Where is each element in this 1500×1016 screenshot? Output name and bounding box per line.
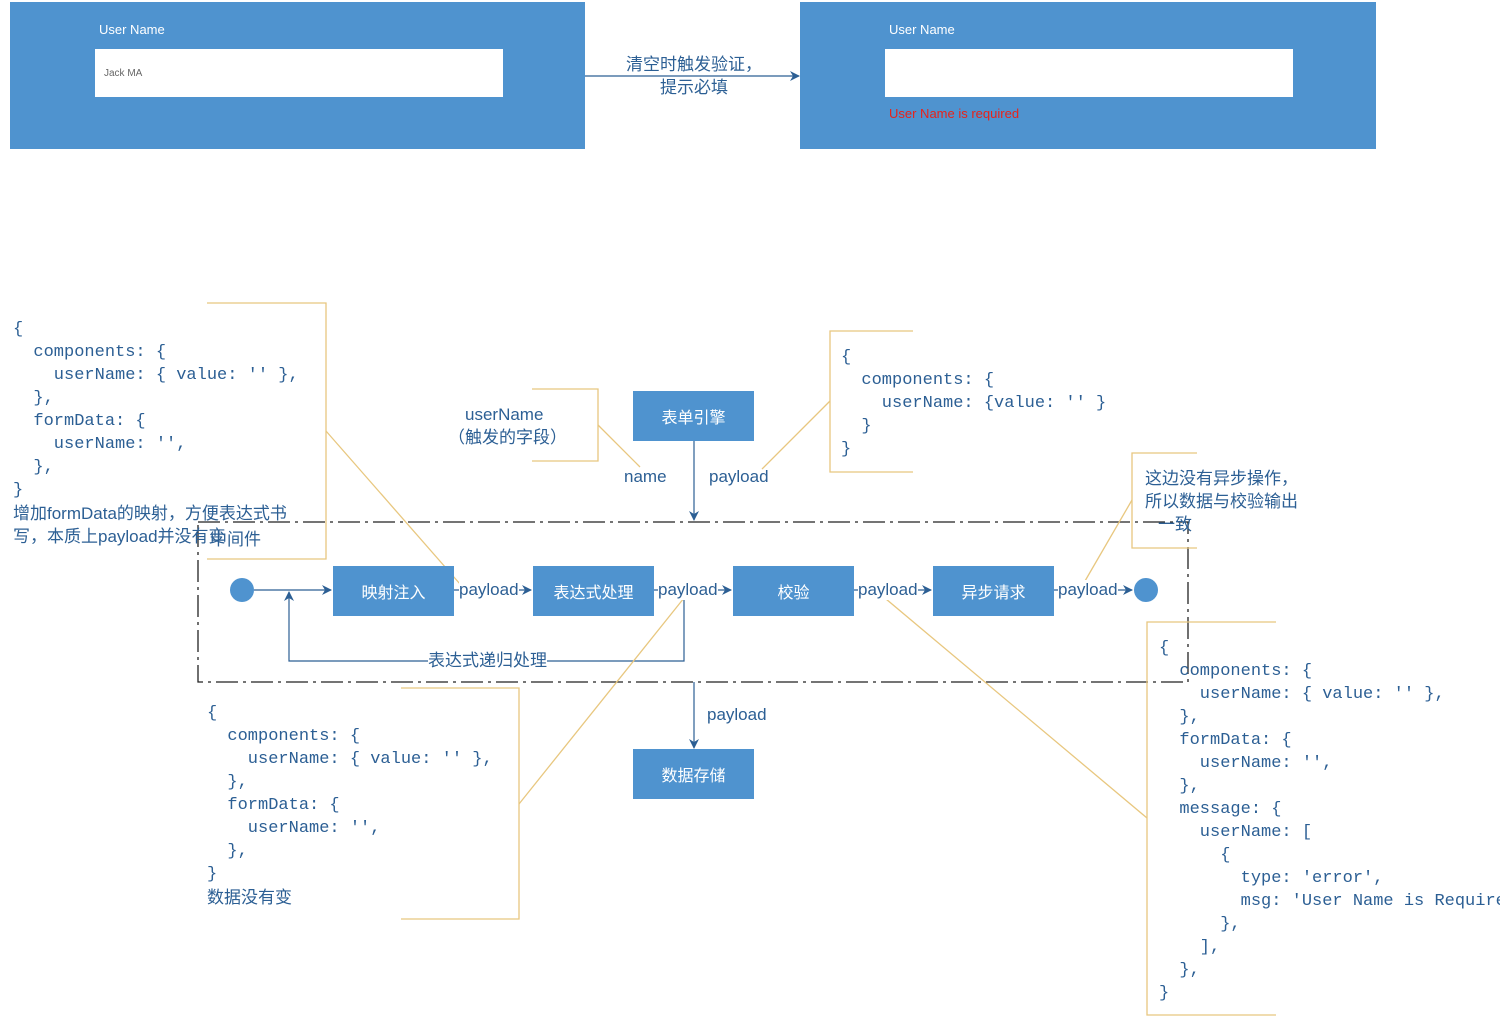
node-mapping-injection: 映射注入 — [333, 566, 454, 616]
code-line: userName: '', — [207, 819, 381, 838]
clear-trigger-note-line-1: 清空时触发验证， — [626, 55, 762, 75]
node-expression-processing: 表达式处理 — [533, 566, 654, 616]
leader-expression — [518, 597, 685, 805]
edge-label-payload-2: payload — [658, 580, 718, 600]
code-line: { — [1159, 846, 1231, 865]
code-line: } — [207, 865, 218, 884]
code-line: userName: '', — [1159, 754, 1333, 773]
edge-label-name: name — [624, 467, 667, 486]
node-async-request: 异步请求 — [933, 566, 1054, 616]
async-comment-line-3: 一致 — [1158, 515, 1192, 534]
code-line: } — [841, 440, 852, 459]
leader-trigger — [597, 424, 641, 468]
code-line: message: { — [1159, 800, 1282, 819]
code-line: { — [13, 320, 24, 339]
node-validation: 校验 — [733, 566, 854, 616]
leader-mapping — [325, 430, 461, 585]
middleware-group-label: 中间件 — [210, 530, 261, 549]
code-line: components: { — [207, 727, 361, 746]
middleware-group — [197, 521, 1189, 683]
code-line: }, — [1159, 777, 1200, 796]
code-line: } — [841, 417, 872, 436]
expression-comment: 数据没有变 — [207, 888, 292, 907]
code-line: userName: { value: '' }, — [1159, 685, 1445, 704]
edge-label-payload-4: payload — [1058, 580, 1118, 600]
code-line: msg: 'User Name is Required', — [1159, 892, 1500, 911]
code-line: }, — [1159, 961, 1200, 980]
code-line: userName: { value: '' }, — [207, 750, 493, 769]
code-line: formData: { — [207, 796, 340, 815]
code-line: }, — [13, 389, 54, 408]
trigger-field-name: userName — [465, 405, 544, 424]
mapping-comment-line-1: 增加formData的映射，方便表达式书 — [13, 504, 287, 523]
code-line: }, — [207, 842, 248, 861]
code-line: { — [841, 348, 852, 367]
code-line: formData: { — [13, 412, 146, 431]
leader-initial — [761, 400, 831, 470]
code-line: userName: [ — [1159, 823, 1313, 842]
code-line: userName: { value: '' }, — [13, 366, 299, 385]
bracket-expression-payload — [401, 687, 520, 920]
form-panel-before: User Name — [10, 2, 585, 149]
user-name-input[interactable] — [885, 49, 1293, 97]
code-line: } — [13, 481, 24, 500]
async-comment-line-1: 这边没有异步操作， — [1145, 469, 1298, 488]
code-line: }, — [207, 773, 248, 792]
bracket-validate-payload — [1146, 621, 1276, 1016]
pipeline-end — [1134, 578, 1158, 602]
code-line: userName: {value: '' } — [841, 394, 1107, 413]
code-line: }, — [1159, 915, 1241, 934]
leader-validate — [885, 598, 1148, 819]
field-label: User Name — [889, 22, 955, 37]
async-comment-line-2: 所以数据与校验输出 — [1145, 492, 1298, 511]
code-line: components: { — [841, 371, 995, 390]
validation-error: User Name is required — [889, 106, 1020, 121]
leader-async — [1084, 499, 1133, 582]
recursion-label: 表达式递归处理 — [428, 651, 547, 671]
edge-label-payload-storage: payload — [707, 705, 767, 724]
node-form-engine: 表单引擎 — [633, 391, 754, 441]
edge-label-payload-3: payload — [858, 580, 918, 600]
node-data-storage: 数据存储 — [633, 749, 754, 799]
edge-label-payload-1: payload — [459, 580, 519, 600]
code-line: components: { — [13, 343, 167, 362]
code-line: { — [207, 704, 218, 723]
code-line: { — [1159, 639, 1170, 658]
code-line: ], — [1159, 938, 1221, 957]
field-label: User Name — [99, 22, 165, 37]
form-panel-after: User Name User Name is required — [800, 2, 1376, 149]
code-line: components: { — [1159, 662, 1313, 681]
pipeline-start — [230, 578, 254, 602]
clear-trigger-note-line-2: 提示必填 — [660, 78, 728, 98]
code-line: userName: '', — [13, 435, 187, 454]
code-line: type: 'error', — [1159, 869, 1384, 888]
code-line: formData: { — [1159, 731, 1292, 750]
mapping-comment-line-2: 写，本质上payload并没有变 — [13, 527, 226, 546]
trigger-field-note: （触发的字段） — [448, 428, 567, 447]
user-name-input[interactable] — [95, 49, 503, 97]
code-line: }, — [1159, 708, 1200, 727]
edge-label-payload-engine: payload — [709, 467, 769, 486]
code-line: }, — [13, 458, 54, 477]
code-line: } — [1159, 984, 1170, 1003]
